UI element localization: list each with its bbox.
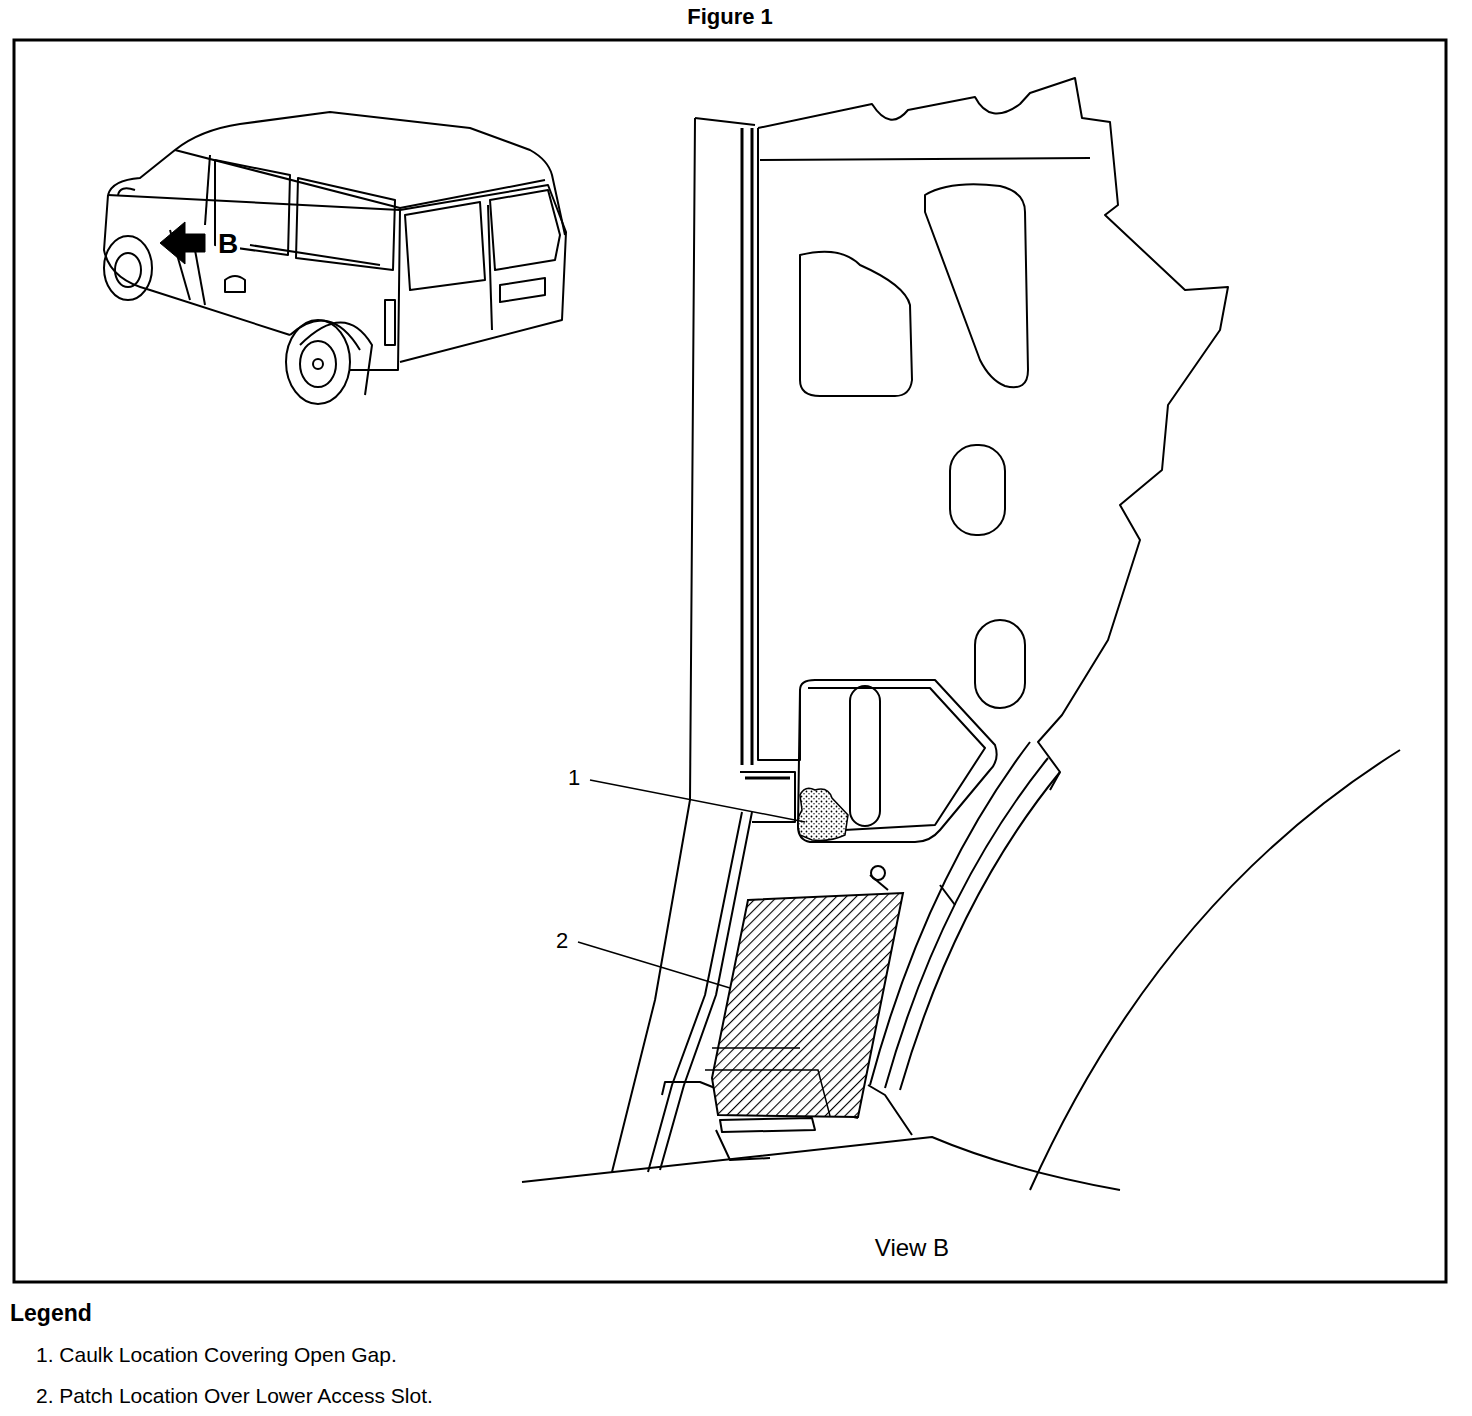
patch-area (712, 893, 903, 1117)
legend-heading: Legend (8, 1300, 94, 1326)
view-caption: View B (873, 1234, 951, 1261)
view-arrow (160, 222, 205, 264)
figure-frame (14, 40, 1446, 1282)
legend-entry-holder: 2. Patch Location Over Lower Access Slot… (34, 1384, 435, 1408)
figure-title: Figure 1 (685, 4, 775, 29)
view-caption-holder: View B (873, 1234, 951, 1262)
callout-number-holder: 1 (566, 765, 582, 791)
callout-number: 1 (566, 765, 582, 790)
van-overview (104, 112, 566, 404)
callout-number-holder: 2 (554, 928, 570, 954)
caulk-area (798, 788, 848, 840)
patch-edge (705, 1048, 830, 1116)
body-panel-view (522, 78, 1400, 1190)
view-letter: B (216, 228, 240, 259)
leader-line (578, 942, 730, 988)
leader-line (590, 780, 805, 822)
legend-entry: 1. Caulk Location Covering Open Gap. (34, 1343, 399, 1366)
legend-entry-holder: 1. Caulk Location Covering Open Gap. (34, 1343, 399, 1367)
view-letter-holder: B (216, 228, 240, 260)
legend-heading-holder: Legend (8, 1300, 94, 1327)
callout-number: 2 (554, 928, 570, 953)
legend-entry: 2. Patch Location Over Lower Access Slot… (34, 1384, 435, 1407)
figure-title-holder: Figure 1 (685, 4, 775, 30)
